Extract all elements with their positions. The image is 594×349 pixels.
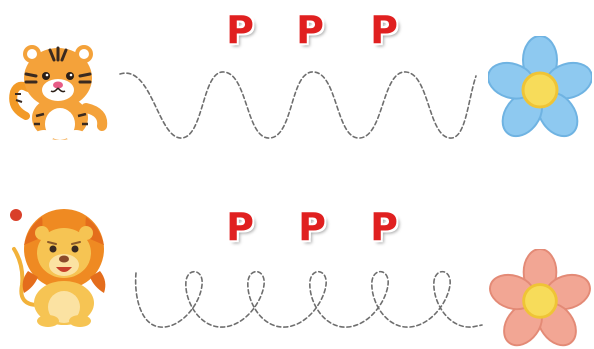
- trace-path-loops[interactable]: [130, 255, 490, 347]
- trace-path-wave[interactable]: [112, 60, 482, 150]
- letter-p-balloon: P: [366, 205, 402, 249]
- lion-icon: [10, 209, 106, 327]
- letter-label: P: [226, 8, 254, 52]
- trace-row-lion: P P P: [0, 175, 594, 349]
- letter-p-balloon: P: [222, 8, 258, 52]
- letter-label: P: [298, 205, 326, 249]
- letter-group: P P P: [0, 0, 594, 60]
- pink-flower-icon: [489, 249, 591, 347]
- letter-p-balloon: P: [292, 8, 328, 52]
- letter-p-balloon: P: [366, 8, 402, 52]
- letter-label: P: [296, 8, 324, 52]
- letter-p-balloon: P: [222, 205, 258, 249]
- letter-label: P: [370, 8, 398, 52]
- letter-label: P: [226, 205, 254, 249]
- blue-flower-icon: [488, 36, 592, 138]
- tiger-icon: [9, 45, 108, 142]
- letter-group: P P P: [0, 175, 594, 246]
- letter-label: P: [370, 205, 398, 249]
- letter-p-balloon: P: [294, 205, 330, 249]
- trace-row-tiger: P P P: [0, 0, 594, 150]
